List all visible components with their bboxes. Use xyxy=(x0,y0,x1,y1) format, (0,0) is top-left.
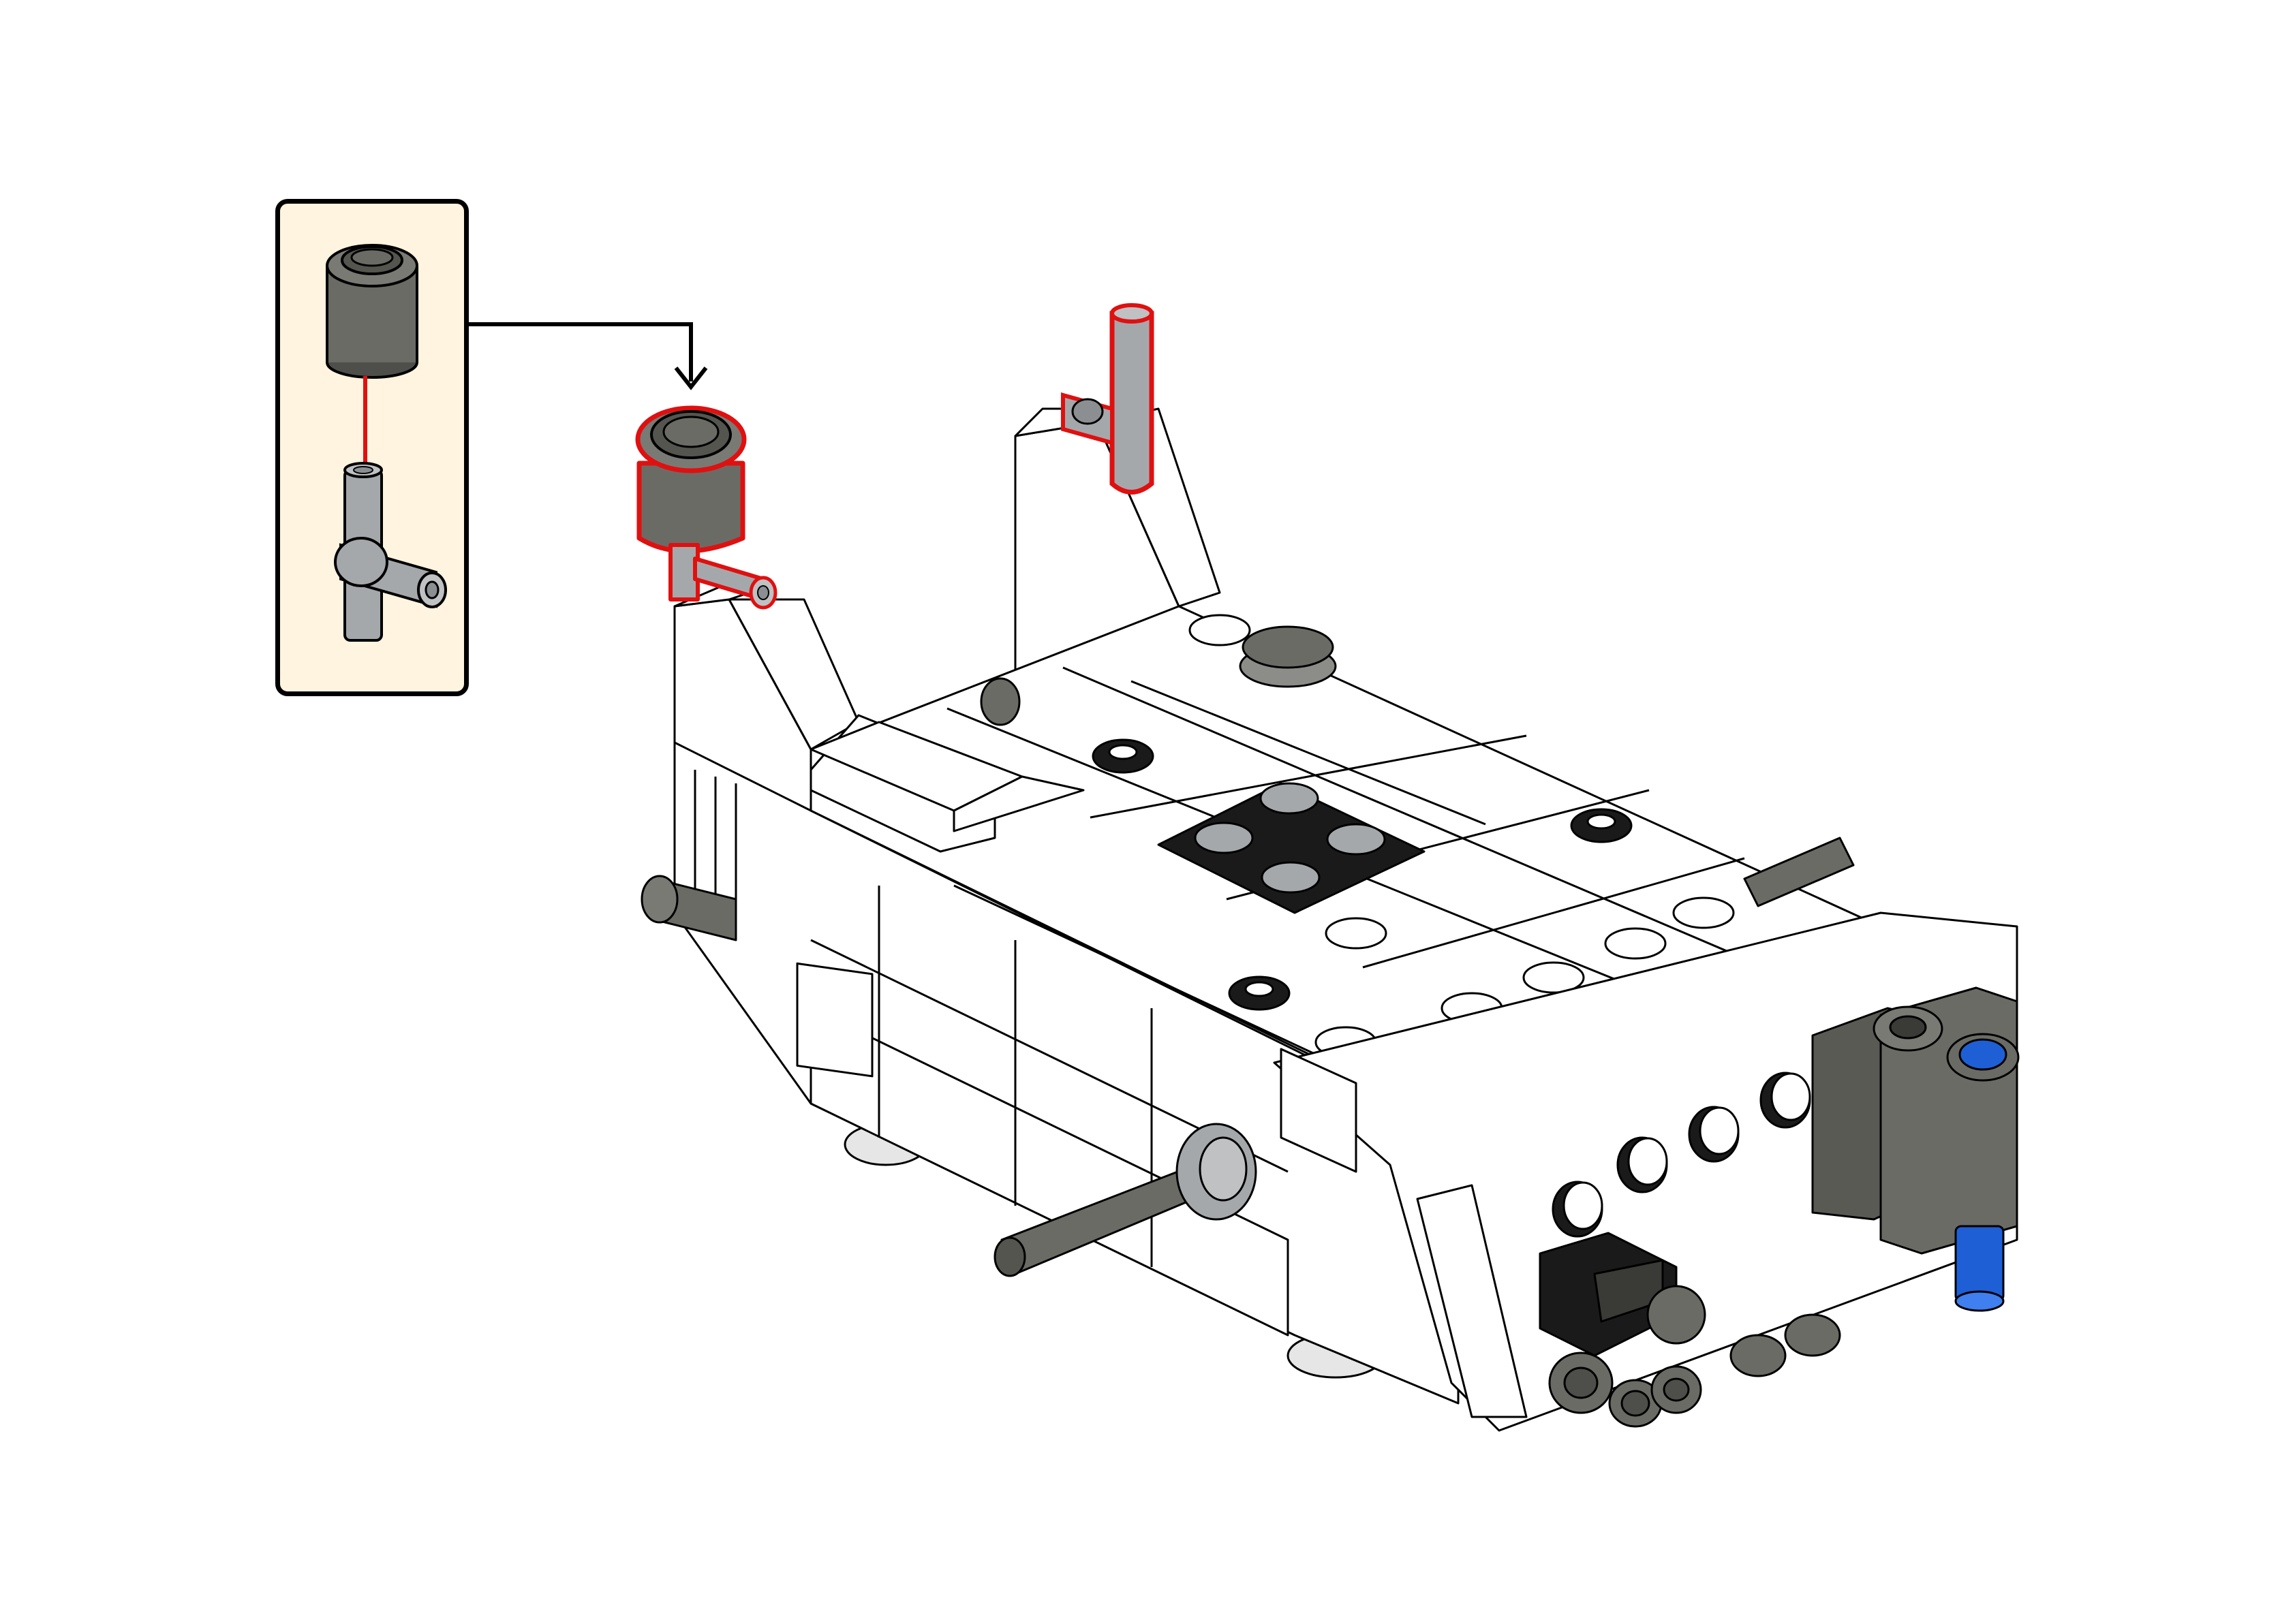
bar-holder-callout-part xyxy=(334,462,447,642)
assembled-model xyxy=(641,407,2020,1432)
new-bar-on-clip xyxy=(1061,303,1154,495)
round-brick-callout-part xyxy=(326,244,418,379)
new-round-brick-on-holder xyxy=(635,405,777,610)
callout-pointer-arrow xyxy=(469,322,693,381)
